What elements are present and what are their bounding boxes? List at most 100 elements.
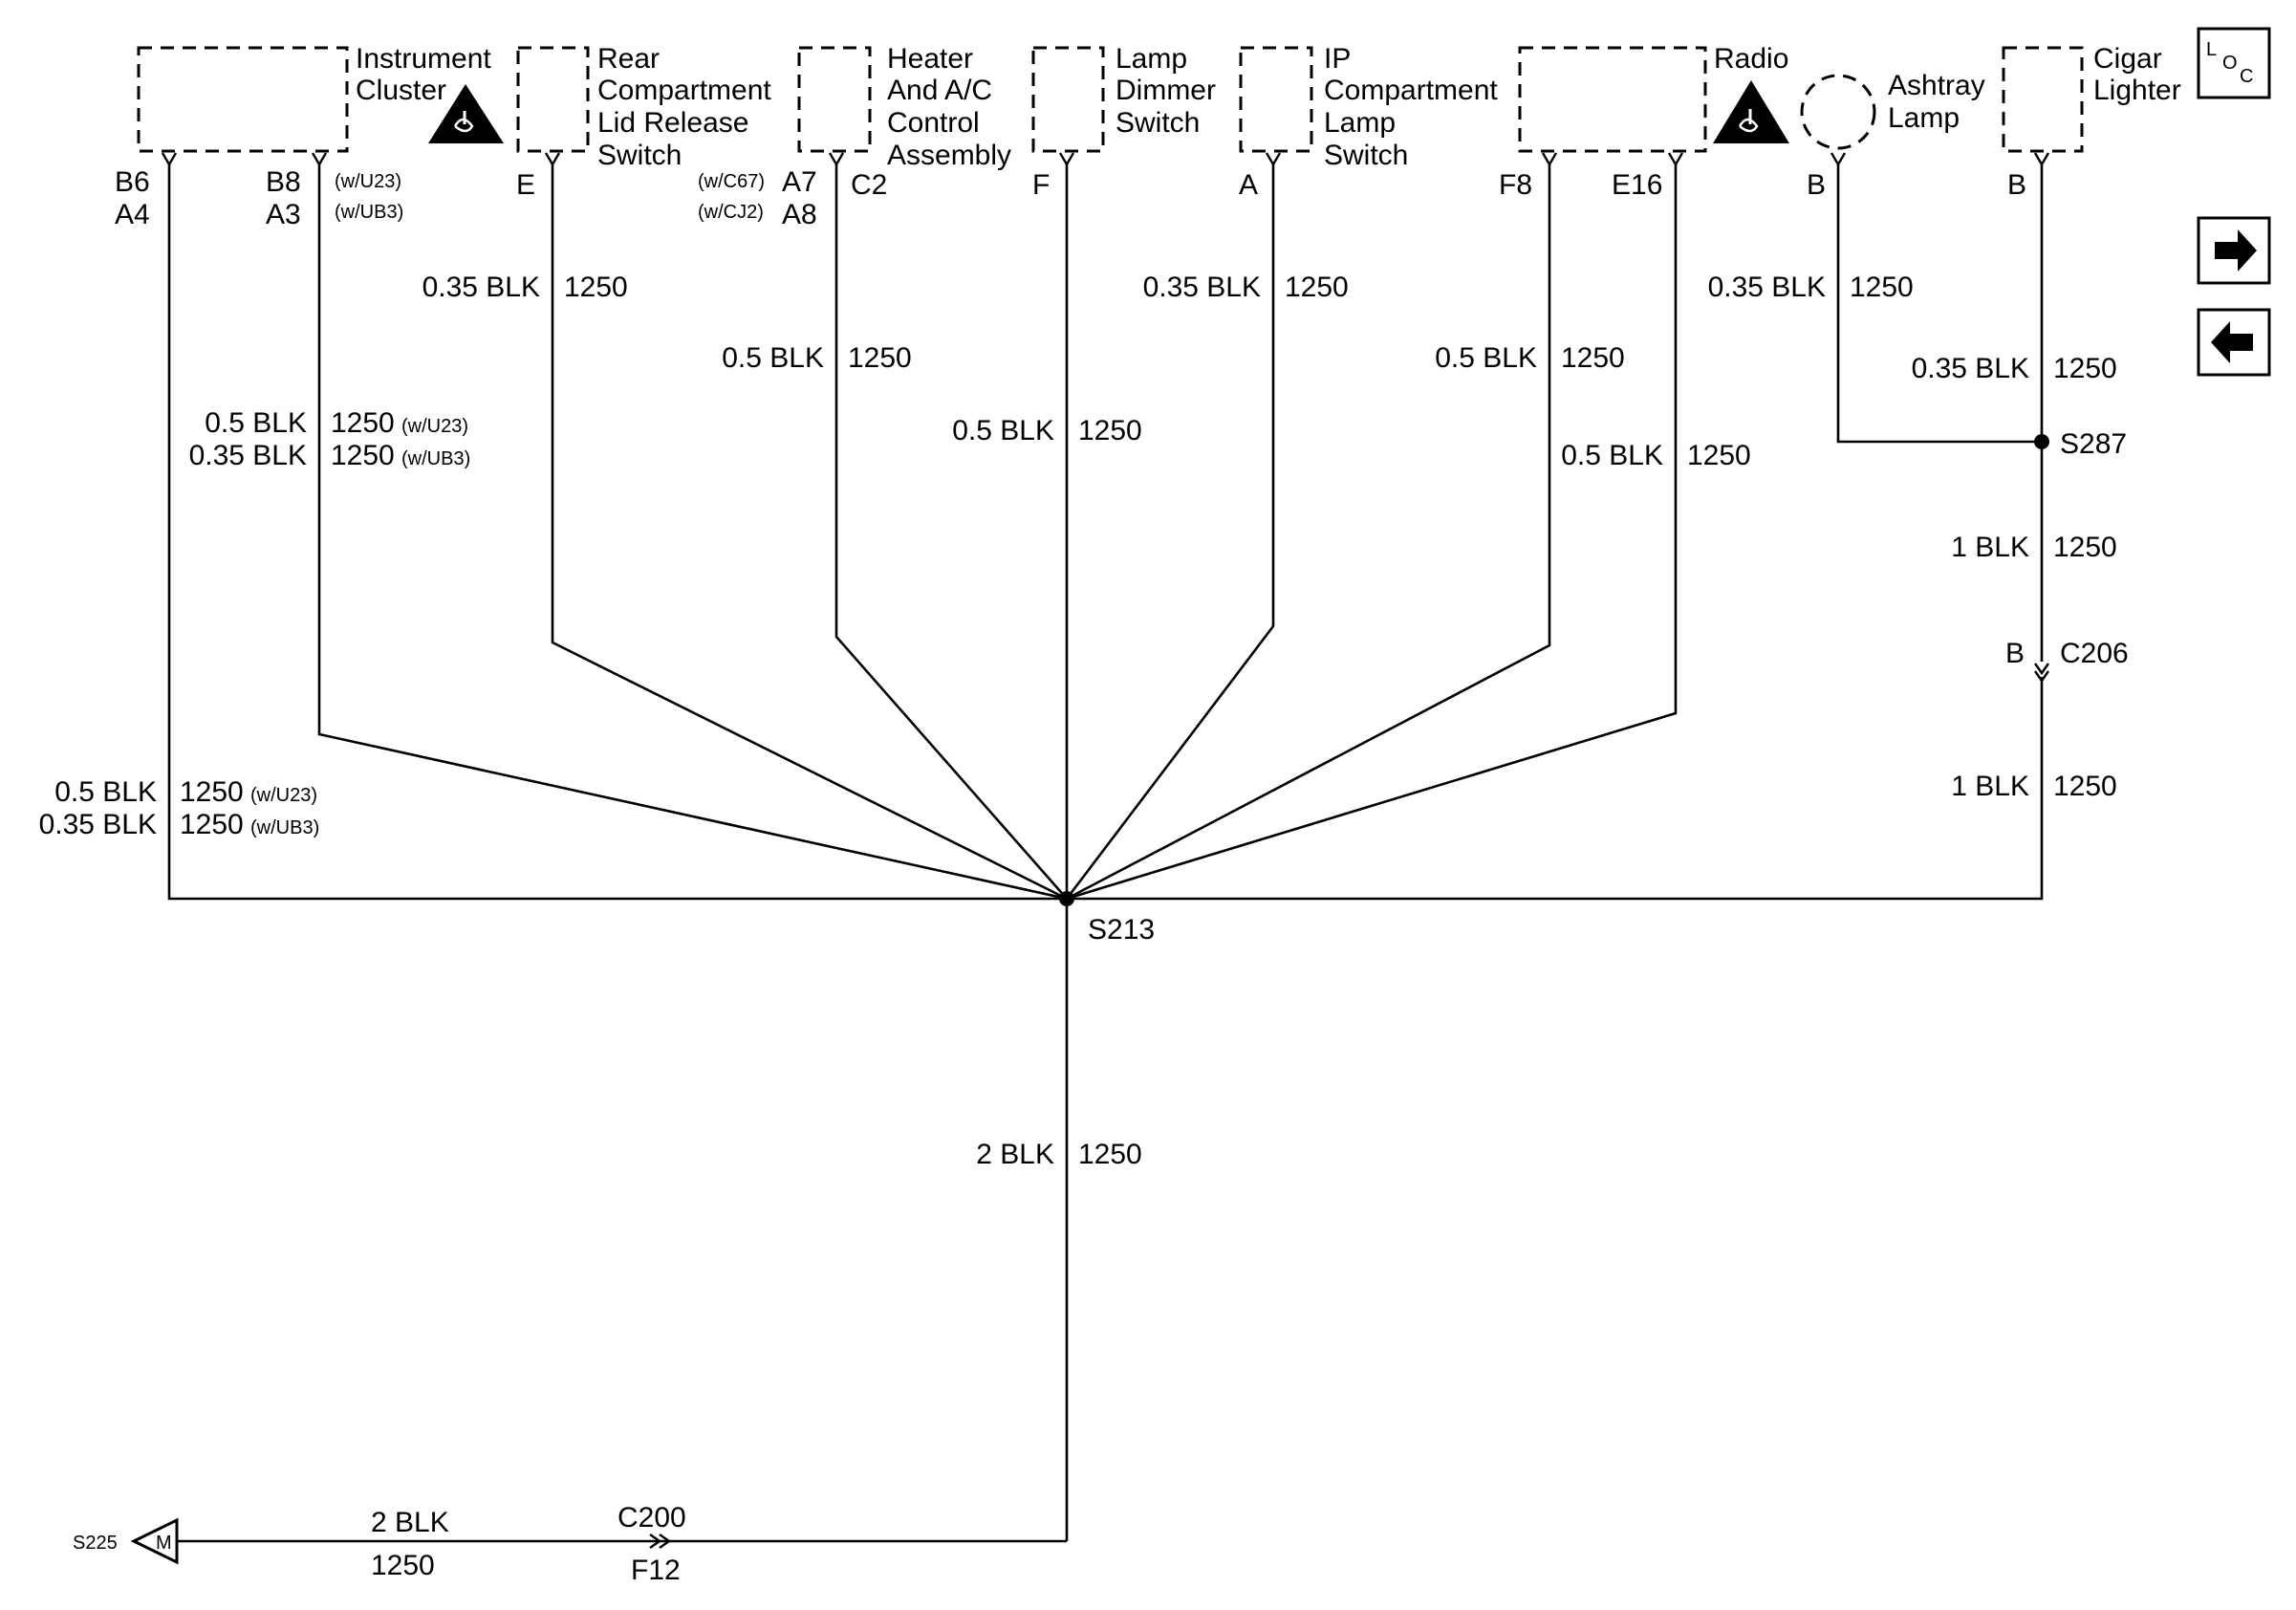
- c200-connector-symbol: [649, 1534, 672, 1549]
- wire-network: [167, 164, 2044, 1543]
- back-arrow-icon: [2211, 321, 2253, 363]
- pin-b6: B6: [115, 166, 150, 198]
- wire-ic-right-gauge-1: 0.5 BLK: [205, 407, 307, 439]
- pin-b8: B8: [266, 166, 301, 198]
- ip-compartment-label-3: Lamp: [1324, 107, 1396, 139]
- pin-ic-option-1: (w/U23): [335, 171, 401, 192]
- wire-radio-e16-circuit: 1250: [1687, 440, 1751, 471]
- rear-compartment-switch-component[interactable]: Rear Compartment Lid Release Switch: [516, 43, 771, 171]
- wire-rear-circuit: 1250: [564, 272, 628, 303]
- wire-s287-down-circuit: 1250: [2053, 532, 2117, 563]
- rear-compartment-label-3: Lid Release: [597, 107, 748, 139]
- instrument-cluster-label-2: Cluster: [356, 75, 446, 106]
- esd-warning-icon: [428, 84, 504, 143]
- pin-c2: C2: [851, 169, 887, 201]
- pin-a3: A3: [266, 199, 301, 230]
- c206-connector-symbol: [2034, 663, 2049, 684]
- wire-rear-gauge: 0.35 BLK: [422, 272, 540, 303]
- rear-compartment-label-2: Compartment: [597, 75, 771, 106]
- wire-c206-down-circuit: 1250: [2053, 771, 2117, 802]
- lamp-dimmer-label-3: Switch: [1116, 107, 1200, 139]
- wire-cigar-gauge: 0.35 BLK: [1912, 353, 2029, 384]
- forward-arrow-button[interactable]: [2197, 216, 2271, 285]
- pin-heater-option-2: (w/CJ2): [698, 202, 764, 223]
- wire-main-circuit: 1250: [1078, 1139, 1142, 1170]
- lamp-dimmer-label-2: Dimmer: [1116, 75, 1216, 106]
- wire-ic-right-option-1: (w/U23): [401, 416, 468, 437]
- splice-s287-dot: [2034, 434, 2049, 449]
- wire-ashtray-gauge: 0.35 BLK: [1708, 272, 1826, 303]
- splice-labels: S213 S287 S225 B C206 C200 F12: [73, 428, 2129, 1586]
- wire-heater: [834, 164, 1068, 900]
- wire-ic-left-option-1: (w/U23): [250, 785, 317, 806]
- pin-labels: B6 A4 B8 A3 (w/U23) (w/UB3) E (w/C67) (w…: [115, 166, 2026, 230]
- loc-letter-o: O: [2222, 53, 2238, 74]
- ip-compartment-label-4: Switch: [1324, 140, 1408, 171]
- wire-dimmer-gauge: 0.5 BLK: [952, 415, 1054, 446]
- back-arrow-button[interactable]: [2197, 308, 2271, 377]
- wire-rear-compartment: [551, 164, 1068, 901]
- esd-warning-icon: [1713, 80, 1789, 143]
- wire-ashtray: [1836, 164, 2042, 444]
- pin-terminals: [161, 152, 2050, 167]
- pin-f8: F8: [1499, 169, 1532, 201]
- forward-arrow-icon: [2215, 229, 2257, 272]
- wire-ic-b6: [167, 164, 1067, 901]
- wire-bottom-circuit: 1250: [371, 1550, 435, 1581]
- heater-ac-control-component[interactable]: Heater And A/C Control Assembly: [797, 43, 1011, 171]
- pin-e16: E16: [1612, 169, 1662, 201]
- wire-ic-left-circuit-1: 1250: [180, 776, 244, 808]
- ground-marker-letter: M: [156, 1533, 172, 1554]
- wire-ashtray-circuit: 1250: [1850, 272, 1914, 303]
- loc-letter-c: C: [2240, 66, 2253, 87]
- wire-s287-down-gauge: 1 BLK: [1951, 532, 2029, 563]
- ashtray-label-2: Lamp: [1888, 102, 1960, 134]
- ashtray-lamp-component[interactable]: Ashtray Lamp: [1800, 70, 1985, 150]
- c200-label: C200: [617, 1502, 686, 1534]
- wire-radio-e16: [1066, 164, 1678, 901]
- loc-button[interactable]: L O C: [2197, 27, 2271, 99]
- wire-ic-left-gauge-1: 0.5 BLK: [54, 776, 157, 808]
- heater-label-4: Assembly: [887, 140, 1011, 171]
- radio-label: Radio: [1714, 43, 1788, 75]
- wire-cigar-circuit: 1250: [2053, 353, 2117, 384]
- wire-ic-b8: [317, 164, 1068, 901]
- lamp-dimmer-switch-component[interactable]: Lamp Dimmer Switch: [1031, 43, 1216, 153]
- wire-ip-circuit: 1250: [1285, 272, 1349, 303]
- pin-heater-option-1: (w/C67): [698, 171, 765, 192]
- wire-c206-to-s213: [1067, 677, 2044, 901]
- wire-heater-circuit: 1250: [848, 342, 912, 374]
- cigar-lighter-component[interactable]: Cigar Lighter: [2002, 43, 2181, 153]
- wire-ic-right-circuit-2: 1250: [331, 440, 395, 471]
- ashtray-label-1: Ashtray: [1888, 70, 1985, 101]
- ip-compartment-lamp-switch-component[interactable]: IP Compartment Lamp Switch: [1239, 43, 1498, 171]
- wire-ip-gauge: 0.35 BLK: [1143, 272, 1261, 303]
- c200-pin-label: F12: [631, 1555, 681, 1586]
- pin-a: A: [1239, 169, 1258, 201]
- pin-f: F: [1032, 169, 1050, 201]
- wire-ic-left-circuit-2: 1250: [180, 809, 244, 840]
- wire-labels: 0.35 BLK 1250 0.5 BLK 1250 0.5 BLK 1250 …: [39, 272, 2117, 1581]
- wire-bottom-gauge: 2 BLK: [371, 1507, 449, 1538]
- pin-a4: A4: [115, 199, 150, 230]
- heater-label-3: Control: [887, 107, 980, 139]
- wire-main-gauge: 2 BLK: [976, 1139, 1054, 1170]
- s225-ground-marker[interactable]: M: [130, 1517, 179, 1565]
- wire-ic-right-option-2: (w/UB3): [401, 448, 470, 469]
- wire-ic-left-gauge-2: 0.35 BLK: [39, 809, 157, 840]
- instrument-cluster-label-1: Instrument: [356, 43, 491, 75]
- ip-compartment-label-2: Compartment: [1324, 75, 1498, 106]
- rear-compartment-label-1: Rear: [597, 43, 660, 75]
- wire-radio-f8-gauge: 0.5 BLK: [1435, 342, 1537, 374]
- instrument-cluster-component[interactable]: Instrument Cluster: [137, 43, 504, 153]
- loc-letter-l: L: [2206, 39, 2217, 60]
- heater-label-2: And A/C: [887, 75, 992, 106]
- cigar-lighter-label-2: Lighter: [2093, 75, 2181, 106]
- c206-label: C206: [2060, 638, 2129, 669]
- radio-component[interactable]: Radio: [1518, 43, 1789, 153]
- pin-a8: A8: [782, 199, 817, 230]
- pin-a7: A7: [782, 166, 817, 198]
- pin-ic-option-2: (w/UB3): [335, 202, 403, 223]
- wire-ic-left-option-2: (w/UB3): [250, 817, 319, 838]
